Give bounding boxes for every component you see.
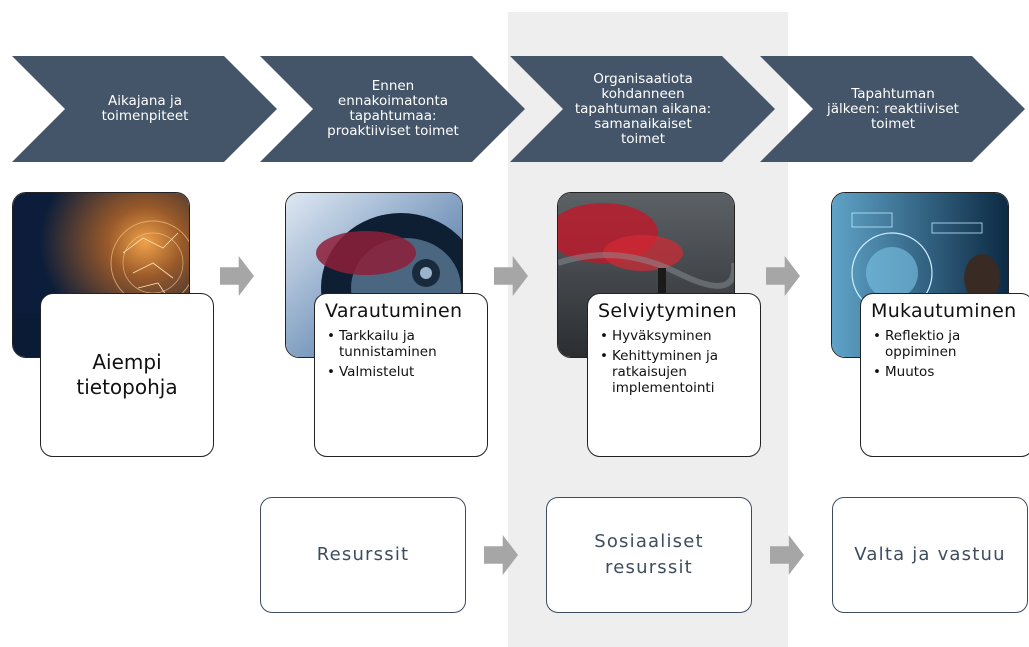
card-title: Mukautuminen [871,300,1017,322]
chevron-during-label: Organisaatiota kohdanneen tapahtuman aik… [574,70,712,147]
bullet-item: Muutos [871,364,1023,380]
card-title: Varautuminen [325,300,463,322]
arrow-right-icon [220,256,254,296]
bullet-item: Hyväksyminen [598,328,750,344]
bullet-item: Valmistelut [325,364,477,380]
resource-box-resources: Resurssit [260,497,466,613]
card-adaptation: Mukautuminen Reflektio ja oppiminen Muut… [860,293,1029,457]
resource-box-social: Sosiaaliset resurssit [546,497,752,613]
bullet-item: Kehittyminen ja ratkaisujen implementoin… [598,348,750,396]
resource-box-power: Valta ja vastuu [832,497,1028,613]
card-title: Selviytyminen [598,300,737,322]
bullet-item: Tarkkailu ja tunnistaminen [325,328,477,360]
bullet-item: Reflektio ja oppiminen [871,328,1023,360]
card-coping: Selviytyminen Hyväksyminen Kehittyminen … [587,293,761,457]
chevron-timeline-label: Aikajana ja toimenpiteet [101,93,189,124]
chevron-before-label: Ennen ennakoimatonta tapahtumaa: proakti… [327,78,459,139]
card-prior-knowledge: Aiempi tietopohja [40,293,214,457]
card-preparedness: Varautuminen Tarkkailu ja tunnistaminen … [314,293,488,457]
chevron-after-label: Tapahtuman jälkeen: reaktiiviset toimet [827,85,959,132]
